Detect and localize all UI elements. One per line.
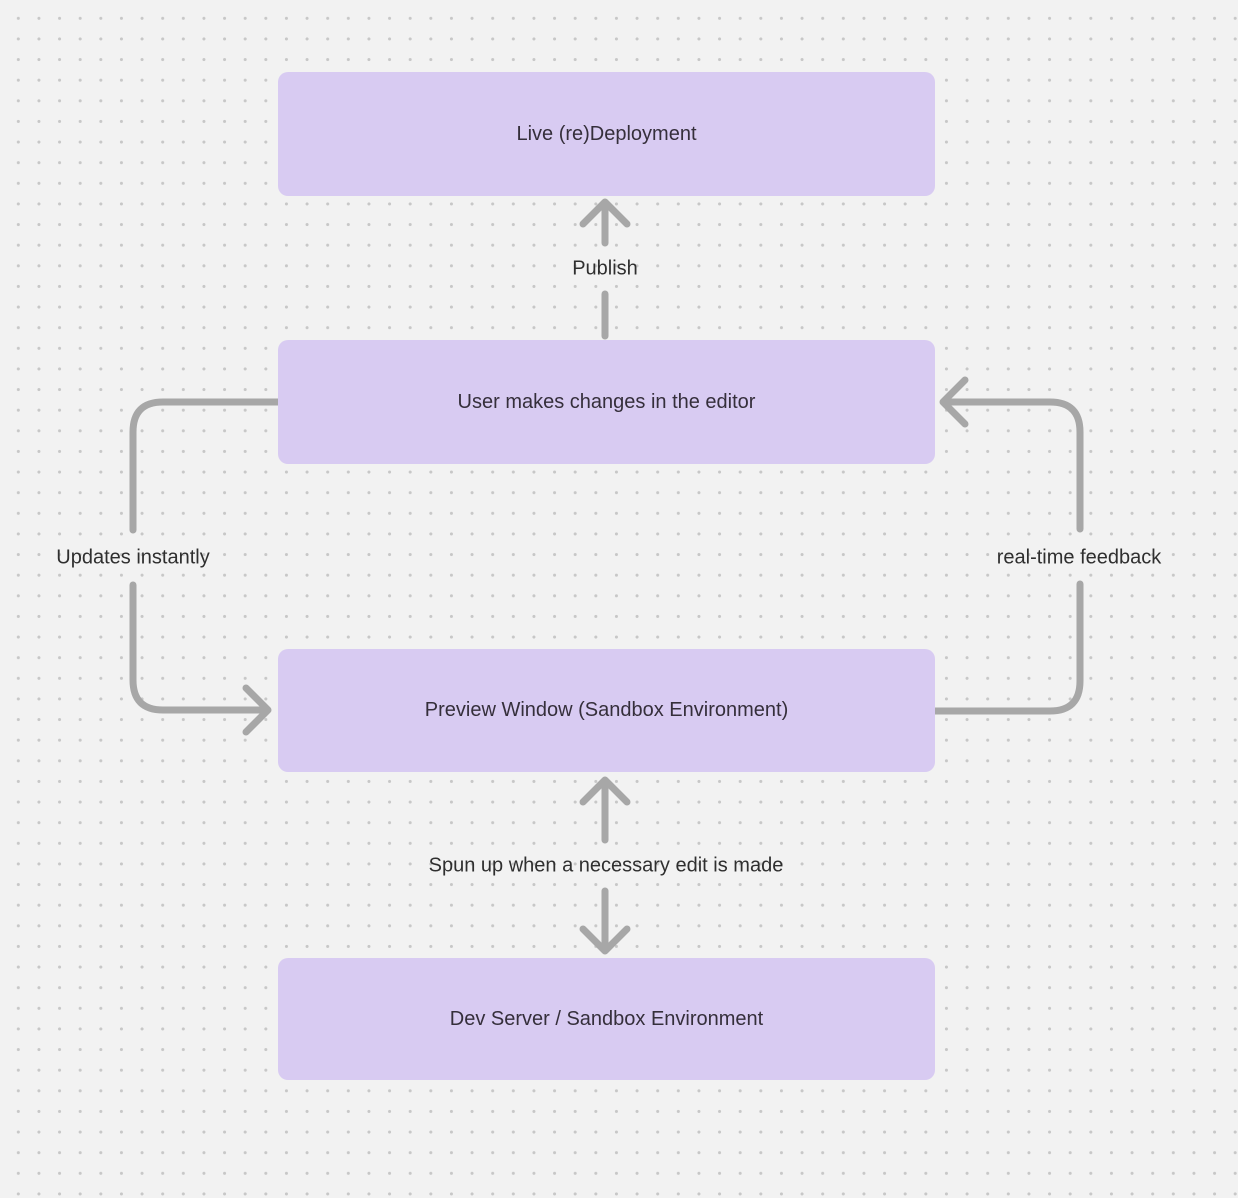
node-dev-server[interactable]: Dev Server / Sandbox Environment [278,958,935,1080]
arrow-spun-up [579,776,631,955]
arrow-feedback-head [939,376,969,428]
arrow-updates-top [129,398,282,534]
node-live-redeployment[interactable]: Live (re)Deployment [278,72,935,196]
edge-label-real-time-feedback: real-time feedback [996,546,1162,569]
node-preview-window-label: Preview Window (Sandbox Environment) [424,699,789,721]
node-preview-window[interactable]: Preview Window (Sandbox Environment) [278,649,935,772]
arrow-realtime-feedback [931,376,1084,715]
arrow-updates-head [242,684,272,736]
arrow-updates-instantly [129,398,282,736]
edge-label-publish: Publish [572,257,638,280]
node-dev-server-label: Dev Server / Sandbox Environment [449,1007,764,1030]
edge-label-spun-up: Spun up when a necessary edit is made [428,854,784,877]
arrow-spun-up-head-down [579,925,631,955]
node-editor-changes-label: User makes changes in the editor [457,390,756,413]
arrow-feedback-top [943,398,1084,533]
node-editor-changes[interactable]: User makes changes in the editor [278,340,935,464]
arrow-spun-up-head-up [579,776,631,806]
arrow-publish [579,198,631,340]
edge-label-updates-instantly: Updates instantly [56,546,210,569]
arrow-feedback-bottom [931,580,1084,715]
arrow-updates-bottom [129,581,268,714]
arrow-publish-head [579,198,631,228]
node-live-redeployment-label: Live (re)Deployment [516,122,697,145]
